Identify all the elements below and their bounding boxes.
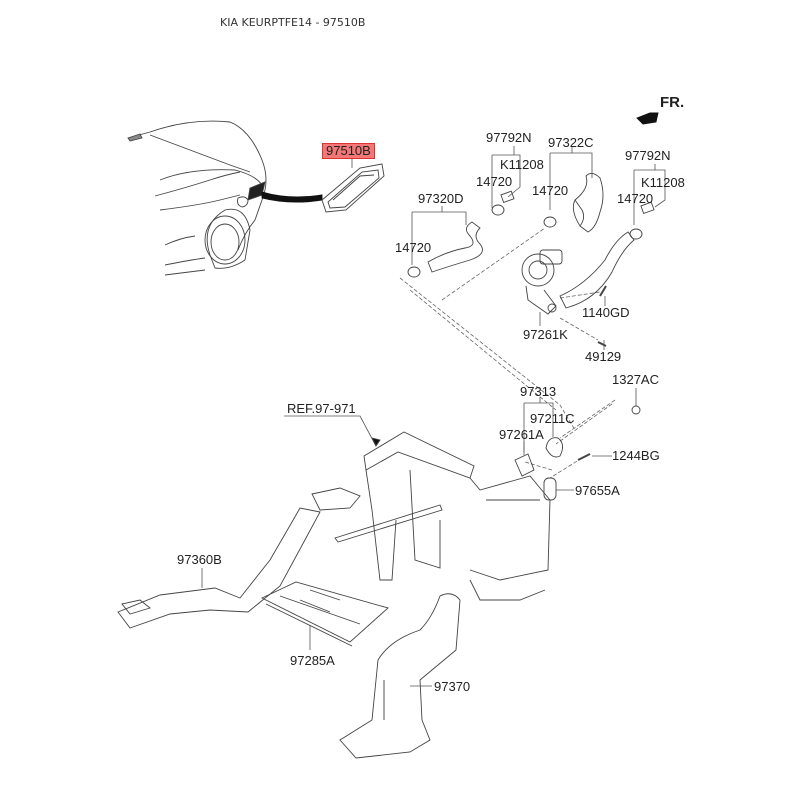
car-rear-illustration bbox=[127, 120, 267, 276]
diagram-title: KIA KEURPTFE14 - 97510B bbox=[220, 16, 366, 29]
part-label-K11208-right[interactable]: K11208 bbox=[641, 175, 685, 190]
part-label-1140GD[interactable]: 1140GD bbox=[582, 305, 630, 320]
part-label-14720-top-left[interactable]: 14720 bbox=[476, 174, 513, 189]
callout-arrow bbox=[261, 191, 323, 203]
reference-label[interactable]: REF.97-971 bbox=[287, 401, 356, 416]
assembly-dashed-lines bbox=[399, 227, 616, 479]
part-label-97510B-highlighted[interactable]: 97510B bbox=[322, 143, 375, 159]
part-label-97792N-left[interactable]: 97792N bbox=[486, 130, 532, 145]
part-label-1327AC[interactable]: 1327AC bbox=[612, 372, 659, 387]
bolts bbox=[577, 285, 641, 461]
hose-clamps bbox=[407, 190, 655, 278]
part-label-K11208-left[interactable]: K11208 bbox=[500, 157, 544, 172]
part-label-97792N-right[interactable]: 97792N bbox=[625, 148, 671, 163]
part-label-97261A[interactable]: 97261A bbox=[499, 427, 544, 442]
front-direction-arrow bbox=[636, 112, 659, 125]
part-label-14720-right[interactable]: 14720 bbox=[617, 191, 654, 206]
tray-97285A bbox=[260, 581, 389, 647]
part-label-97285A[interactable]: 97285A bbox=[290, 653, 335, 668]
duct-97370 bbox=[339, 593, 461, 759]
part-label-1244BG[interactable]: 1244BG bbox=[612, 448, 660, 463]
part-label-14720-mid[interactable]: 14720 bbox=[532, 183, 569, 198]
part-label-97370[interactable]: 97370 bbox=[434, 679, 471, 694]
part-label-97655A[interactable]: 97655A bbox=[575, 483, 620, 498]
seal-parts bbox=[514, 437, 563, 501]
part-97510B-panel bbox=[321, 163, 385, 213]
part-label-97320D[interactable]: 97320D bbox=[418, 191, 464, 206]
part-label-49129[interactable]: 49129 bbox=[585, 349, 622, 364]
front-direction-label: FR. bbox=[660, 94, 685, 111]
part-label-97360B[interactable]: 97360B bbox=[177, 552, 222, 567]
hose-97320D bbox=[427, 221, 483, 273]
hose-97322C bbox=[572, 173, 604, 233]
part-label-97261K[interactable]: 97261K bbox=[523, 327, 568, 342]
part-label-97313[interactable]: 97313 bbox=[520, 384, 557, 399]
part-label-14720-left[interactable]: 14720 bbox=[395, 240, 432, 255]
water-pump-97261K bbox=[521, 249, 563, 315]
hose-outlet bbox=[559, 231, 635, 309]
hvac-unit-assembly bbox=[311, 431, 551, 601]
duct-97360B bbox=[117, 507, 321, 629]
part-label-97322C[interactable]: 97322C bbox=[548, 135, 594, 150]
part-label-97211C[interactable]: 97211C bbox=[530, 411, 575, 426]
leader-lines bbox=[201, 146, 666, 687]
